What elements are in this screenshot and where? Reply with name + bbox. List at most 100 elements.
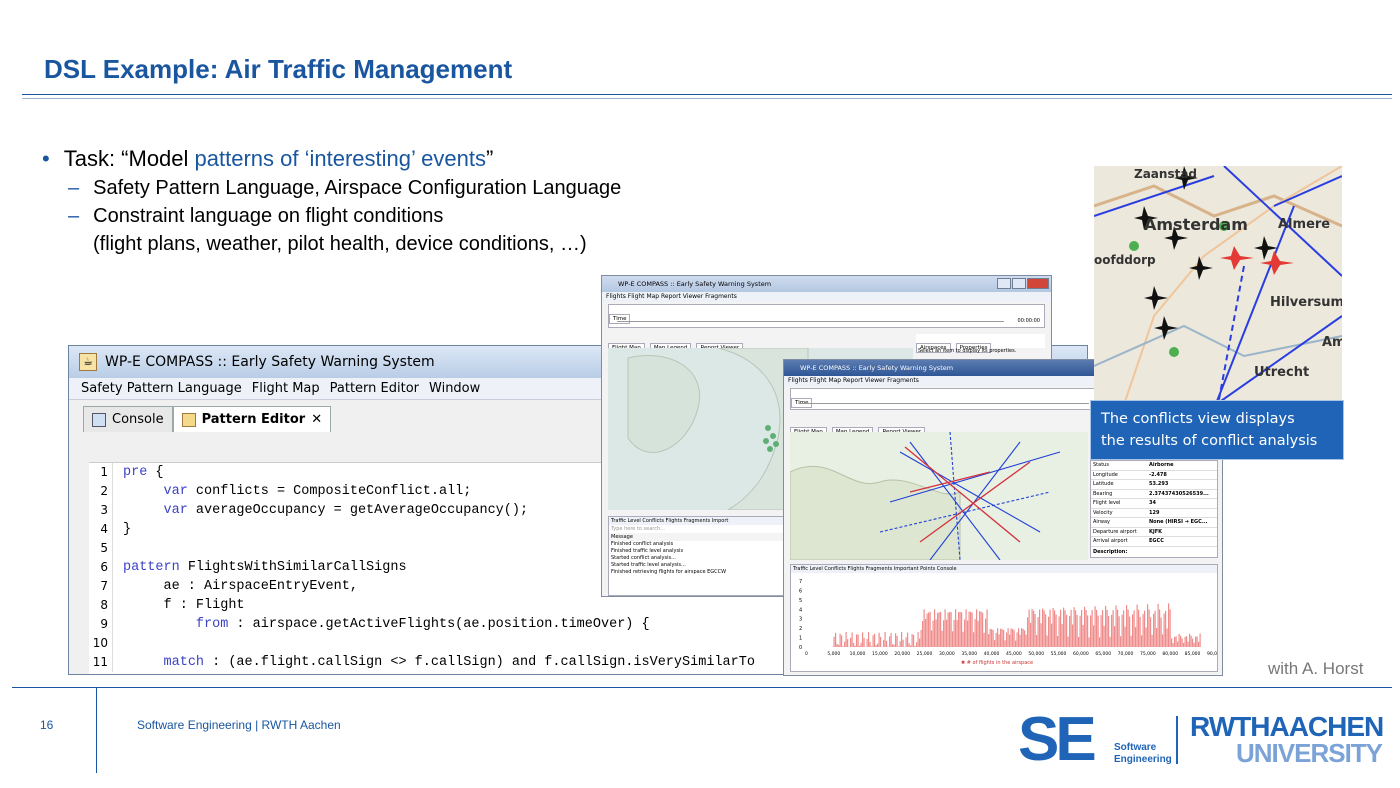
- code-line[interactable]: 9 from : airspace.getActiveFlights(ae.po…: [89, 615, 1083, 634]
- tab-properties[interactable]: Properties: [955, 343, 992, 353]
- log-entry: Started conflict analysis...: [611, 555, 676, 561]
- traffic-bar: [1051, 623, 1053, 647]
- traffic-bar: [919, 638, 921, 647]
- traffic-bar: [1190, 635, 1192, 647]
- traffic-bar: [998, 634, 1000, 647]
- traffic-bar: [1082, 624, 1084, 647]
- traffic-bar: [1009, 634, 1011, 647]
- y-tick-label: 3: [799, 617, 802, 623]
- traffic-bar: [1114, 626, 1116, 647]
- line-number: 1: [89, 463, 113, 482]
- traffic-bar: [850, 637, 852, 647]
- code-line[interactable]: 5: [89, 539, 1083, 558]
- traffic-bar: [1000, 628, 1002, 647]
- y-tick-label: 0: [799, 645, 802, 651]
- line-number: 6: [89, 558, 113, 577]
- menu-window[interactable]: Window: [429, 381, 481, 396]
- traffic-bar: [976, 609, 978, 647]
- traffic-bar: [1127, 609, 1129, 647]
- map-label-hilversum: Hilversum: [1270, 295, 1342, 310]
- property-value: KJFK: [1149, 528, 1163, 535]
- window2-flight-map[interactable]: [790, 432, 1088, 560]
- tab-console[interactable]: Console: [83, 406, 173, 432]
- traffic-bar: [1097, 615, 1099, 647]
- traffic-bar: [947, 612, 949, 647]
- traffic-bar: [968, 611, 970, 647]
- code-line[interactable]: 4}: [89, 520, 1083, 539]
- chart-legend: ✖ # of flights in the airspace: [961, 660, 1033, 666]
- subbullet-constraints: –Constraint language on flight condition…: [68, 205, 443, 228]
- code-line[interactable]: 3 var averageOccupancy = getAverageOccup…: [89, 501, 1083, 520]
- menu-safety-pattern-language[interactable]: Safety Pattern Language: [81, 381, 242, 396]
- property-row[interactable]: Longitude-2.478: [1091, 471, 1217, 480]
- airspace-map-detail: Zaanstad Amsterdam Almere Hilversum Utre…: [1094, 166, 1342, 434]
- traffic-bar: [980, 611, 982, 647]
- close-icon[interactable]: ✕: [311, 412, 323, 427]
- traffic-bar: [1112, 610, 1114, 647]
- traffic-bar: [896, 635, 898, 647]
- logo-divider: [1176, 716, 1178, 764]
- traffic-bar: [1102, 610, 1104, 647]
- line-number: 4: [89, 520, 113, 539]
- window2-bottom-tabs[interactable]: Traffic Level Conflicts Flights Fragment…: [791, 565, 1217, 573]
- window1-menubar[interactable]: Flights Flight Map Report Viewer Fragmen…: [602, 292, 1051, 302]
- se-logo: SE: [1018, 705, 1097, 774]
- traffic-bar: [1153, 613, 1155, 647]
- window2-menubar[interactable]: Flights Flight Map Report Viewer Fragmen…: [784, 376, 1222, 386]
- tab-airspaces[interactable]: Airspaces: [916, 343, 951, 353]
- menu-pattern-editor[interactable]: Pattern Editor: [329, 381, 420, 396]
- window1-titlebar[interactable]: WP-E COMPASS :: Early Safety Warning Sys…: [602, 276, 1051, 292]
- y-tick-label: 4: [799, 607, 802, 613]
- traffic-bar: [880, 636, 882, 647]
- traffic-bar: [884, 631, 886, 647]
- code-line[interactable]: 7 ae : AirspaceEntryEvent,: [89, 577, 1083, 596]
- tab-time[interactable]: Time: [609, 314, 631, 324]
- traffic-bar: [1043, 610, 1045, 647]
- traffic-bar: [1150, 617, 1152, 647]
- code-line[interactable]: 8 f : Flight: [89, 596, 1083, 615]
- traffic-bar: [1162, 634, 1164, 647]
- traffic-bar: [1070, 609, 1072, 647]
- time-slider[interactable]: [617, 321, 1004, 322]
- traffic-bar: [1048, 616, 1050, 647]
- traffic-bar: [949, 612, 951, 647]
- subbullet-text: Safety Pattern Language, Airspace Config…: [93, 177, 622, 199]
- traffic-bar: [928, 612, 930, 647]
- traffic-bar: [860, 642, 862, 647]
- y-tick-label: 2: [799, 626, 802, 632]
- traffic-bar: [1141, 635, 1143, 647]
- close-button[interactable]: [1027, 278, 1049, 289]
- maximize-button[interactable]: [1012, 278, 1026, 289]
- traffic-bar: [989, 628, 991, 647]
- traffic-bar: [1142, 614, 1144, 647]
- menu-flight-map[interactable]: Flight Map: [251, 381, 320, 396]
- code-line[interactable]: 11 match : (ae.flight.callSign <> f.call…: [89, 653, 1083, 672]
- traffic-bar: [1186, 636, 1188, 647]
- time-slider[interactable]: [799, 403, 1089, 404]
- credit-text: with A. Horst: [1268, 659, 1364, 678]
- x-tick-label: 85,000: [1185, 651, 1201, 657]
- slide-title: DSL Example: Air Traffic Management: [44, 54, 513, 84]
- code-line[interactable]: 10: [89, 634, 1083, 653]
- traffic-bar: [877, 643, 879, 647]
- minimize-button[interactable]: [997, 278, 1011, 289]
- map-label-zaanstad: Zaanstad: [1134, 167, 1197, 181]
- traffic-bar: [965, 609, 967, 647]
- code-line[interactable]: 2 var conflicts = CompositeConflict.all;: [89, 482, 1083, 501]
- traffic-bar: [1055, 614, 1057, 647]
- log-filter-input[interactable]: Type here to search...: [611, 526, 665, 532]
- traffic-bar: [1136, 604, 1138, 647]
- tab-pattern-editor[interactable]: Pattern Editor ✕: [172, 406, 332, 432]
- subbullet-continuation: (flight plans, weather, pilot health, de…: [93, 233, 587, 255]
- window1-bottom-tabs[interactable]: Traffic Level Conflicts Flights Fragment…: [609, 517, 867, 525]
